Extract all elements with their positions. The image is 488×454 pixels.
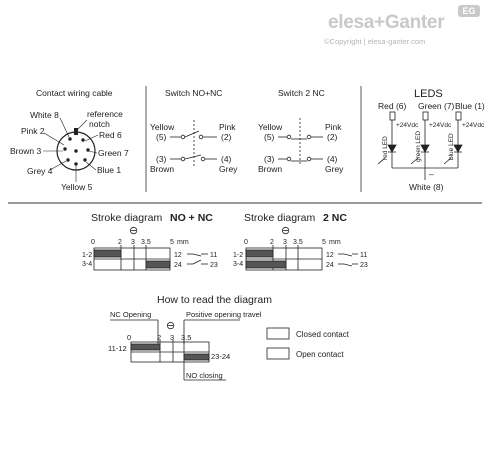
pin-red-6: Red 6 xyxy=(99,130,122,140)
led-green-wire: Green (7) xyxy=(418,101,455,111)
contact-wiring-title: Contact wiring cable xyxy=(36,88,113,98)
read-tick: 3.5 xyxy=(181,333,191,342)
stroke-2nc-title: Stroke diagram xyxy=(244,212,315,224)
connector-face xyxy=(43,117,99,182)
switch-2nc-symbol xyxy=(278,118,323,166)
label-brown: Brown xyxy=(150,164,174,174)
vdc-label: +24Vdc xyxy=(462,122,485,129)
pin-green-7: Green 7 xyxy=(98,148,129,158)
row-label: 1-2 xyxy=(82,252,92,259)
switch-2nc-title: Switch 2 NC xyxy=(278,88,325,98)
no-closing-label: NO closing xyxy=(186,371,223,380)
led-blue-wire: Blue (1) xyxy=(455,101,485,111)
how-to-read-title: How to read the diagram xyxy=(157,294,272,306)
terminal-4: (4) xyxy=(327,154,338,164)
contact-label: 11 xyxy=(360,252,367,259)
stroke-tick: 3 xyxy=(131,239,135,246)
legend: Closed contact Open contact xyxy=(266,327,350,360)
positive-opening-icon: ⊖ xyxy=(129,225,138,237)
stroke-tick: 3.5 xyxy=(293,239,303,246)
copyright-text: ©Copyright | elesa-ganter.com xyxy=(324,37,426,46)
label-pink: Pink xyxy=(325,122,342,132)
label-grey: Grey xyxy=(219,164,238,174)
contact-label: 24 xyxy=(174,262,182,269)
row-label: 11-12 xyxy=(108,344,127,353)
contact-label: 12 xyxy=(326,252,334,259)
stroke-no-nc-title: Stroke diagram xyxy=(91,212,162,224)
pin-pink-2: Pink 2 xyxy=(21,126,45,136)
brand-logo: elesa+Ganter xyxy=(328,12,445,33)
stroke-tick: 5 xyxy=(322,239,326,246)
stroke-tick: 0 xyxy=(244,239,248,246)
pin-brown-3: Brown 3 xyxy=(10,146,41,156)
stroke-no-nc-grid xyxy=(93,245,208,271)
stroke-2nc-grid xyxy=(245,245,358,271)
switch-no-nc-title: Switch NO+NC xyxy=(165,88,222,98)
stroke-unit: mm xyxy=(177,239,189,246)
open-contact-swatch xyxy=(266,347,290,360)
how-to-read-grid xyxy=(110,319,240,381)
positive-opening-icon: ⊖ xyxy=(281,225,290,237)
notch-label: notch xyxy=(89,119,110,129)
stroke-no-nc-type: NO + NC xyxy=(170,212,213,224)
nc-opening-label: NC Opening xyxy=(110,310,151,319)
green-led-label: green LED xyxy=(415,131,422,162)
row-label: 3-4 xyxy=(233,261,243,268)
terminal-2: (2) xyxy=(221,132,232,142)
stroke-2nc-type: 2 NC xyxy=(323,212,347,224)
label-yellow: Yellow xyxy=(150,122,175,132)
terminal-5: (5) xyxy=(156,132,167,142)
pin-yellow-5: Yellow 5 xyxy=(61,182,93,192)
open-contact-label: Open contact xyxy=(296,350,344,359)
reference-label: reference xyxy=(87,109,123,119)
terminal-3: (3) xyxy=(156,154,167,164)
contact-label: 11 xyxy=(210,252,217,259)
red-led-label: red LED xyxy=(382,136,389,160)
row-label: 3-4 xyxy=(82,261,92,268)
minus-sign: – xyxy=(429,169,434,179)
label-grey: Grey xyxy=(325,164,344,174)
contact-label: 23 xyxy=(210,262,218,269)
terminal-5: (5) xyxy=(264,132,275,142)
row-label: 23-24 xyxy=(211,352,230,361)
contact-label: 24 xyxy=(326,262,334,269)
contact-label: 23 xyxy=(360,262,368,269)
stroke-tick: 5 xyxy=(170,239,174,246)
led-circuit xyxy=(377,111,463,180)
stroke-tick: 3.5 xyxy=(141,239,151,246)
stroke-tick: 2 xyxy=(270,239,274,246)
read-tick: 3 xyxy=(170,333,174,342)
pin-white-8: White 8 xyxy=(30,110,59,120)
vdc-label: +24Vdc xyxy=(396,122,419,129)
stroke-tick: 0 xyxy=(91,239,95,246)
terminal-4: (4) xyxy=(221,154,232,164)
pin-blue-1: Blue 1 xyxy=(97,165,121,175)
positive-travel-label: Positive opening travel xyxy=(186,310,262,319)
closed-contact-swatch xyxy=(266,327,290,340)
label-brown: Brown xyxy=(258,164,282,174)
read-tick: 0 xyxy=(127,333,131,342)
led-red-wire: Red (6) xyxy=(378,101,407,111)
stroke-unit: mm xyxy=(329,239,341,246)
row-label: 1-2 xyxy=(233,252,243,259)
leds-title: LEDS xyxy=(414,88,443,100)
led-white-wire: White (8) xyxy=(409,182,444,192)
terminal-2: (2) xyxy=(327,132,338,142)
eg-badge: EG xyxy=(458,5,480,17)
pin-grey-4: Grey 4 xyxy=(27,166,53,176)
blue-led-label: blue LED xyxy=(448,133,455,160)
closed-contact-label: Closed contact xyxy=(296,330,350,339)
positive-opening-icon: ⊖ xyxy=(166,320,175,332)
label-yellow: Yellow xyxy=(258,122,283,132)
terminal-3: (3) xyxy=(264,154,275,164)
stroke-tick: 2 xyxy=(118,239,122,246)
vdc-label: +24Vdc xyxy=(429,122,452,129)
read-tick: 2 xyxy=(157,333,161,342)
label-pink: Pink xyxy=(219,122,236,132)
stroke-tick: 3 xyxy=(283,239,287,246)
switch-no-nc-symbol xyxy=(170,120,217,166)
contact-label: 12 xyxy=(174,252,182,259)
